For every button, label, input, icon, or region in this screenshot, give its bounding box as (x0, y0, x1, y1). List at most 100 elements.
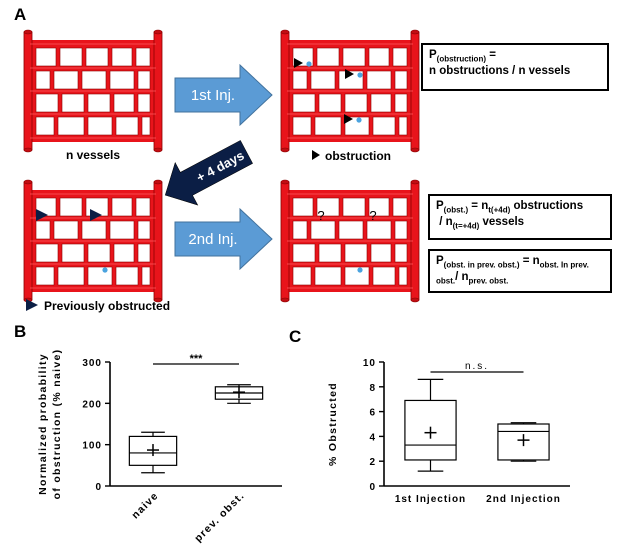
vessel-lumen-cell (137, 70, 151, 90)
vessel-lumen-cell (35, 93, 59, 113)
vessel-lumen-cell (57, 266, 85, 286)
vessel-lumen-cell (344, 266, 370, 286)
obstruction-arrowhead-icon (344, 114, 353, 124)
vessel-lumen-cell (57, 116, 85, 136)
vessel-lumen-cell (318, 243, 342, 263)
vessel-trunk-cap (23, 29, 33, 35)
y-axis-label: % Obstructed (327, 382, 339, 466)
vessel-lumen-cell (115, 116, 139, 136)
vessel-lumen-cell (111, 197, 133, 217)
vessel-lumen-cell (310, 220, 336, 240)
vessel-lumen-cell (368, 47, 390, 67)
vessel-lumen-cell (59, 197, 83, 217)
formula2-slash: / n (439, 216, 453, 229)
y-tick-label: 4 (369, 432, 376, 443)
vessel-lumen-cell (85, 47, 109, 67)
vessel-network-first-injection (280, 29, 420, 153)
vessel-lumen-cell (314, 266, 342, 286)
vessel-lumen-cell (292, 243, 316, 263)
formula-p: P (429, 49, 437, 61)
y-axis-label: Normalized probability (37, 353, 49, 495)
vessel-lumen-cell (61, 93, 85, 113)
vessel-lumen-cell (81, 70, 107, 90)
vessel-lumen-cell (59, 47, 83, 67)
formula3-eq: = n (519, 255, 540, 267)
vessel-lumen-cell (342, 47, 366, 67)
vessel-lumen-cell (35, 116, 55, 136)
vessel-lumen-cell (372, 116, 396, 136)
vessel-lumen-cell (392, 197, 408, 217)
vessel-lumen-cell (35, 266, 55, 286)
question-mark: ? (369, 208, 376, 223)
second-injection-label: 2nd Inj. (188, 231, 237, 248)
vessel-lumen-cell (141, 266, 151, 286)
obstruction-dot (102, 267, 108, 273)
obstruction-dot (357, 72, 363, 78)
first-injection-label: 1st Inj. (191, 87, 235, 104)
vessel-lumen-cell (342, 197, 366, 217)
formula3-n-sub: obst. In prev. (539, 260, 589, 270)
vessel-lumen-cell (137, 93, 151, 113)
vessel-lumen-cell (35, 47, 57, 67)
x-category-label: naive (129, 490, 161, 522)
vessel-lumen-cell (137, 220, 151, 240)
significance-label: n.s. (465, 361, 489, 372)
vessel-lumen-cell (35, 220, 51, 240)
formula-box-obstruction: P(obstruction) = n obstructions / n vess… (421, 43, 609, 91)
vessel-trunk-cap (410, 179, 420, 185)
obstruction-arrowhead-icon (345, 69, 354, 79)
x-category-label: 2nd Injection (486, 494, 561, 505)
vessel-lumen-cell (141, 116, 151, 136)
formula3-slash: / n (455, 271, 469, 284)
vessel-trunk-cap (153, 179, 163, 185)
vessel-lumen-cell (368, 197, 390, 217)
obstruction-dot (306, 61, 312, 67)
y-tick-label: 0 (95, 482, 102, 493)
vessel-lumen-cell (292, 197, 314, 217)
vessel-lumen-cell (394, 243, 408, 263)
vessel-trunk-cap (153, 297, 163, 303)
question-mark: ? (317, 208, 324, 223)
vessel-lumen-cell (292, 116, 312, 136)
vessel-lumen-cell (392, 47, 408, 67)
formula-p-sub: (obstruction) (436, 54, 486, 64)
obstruction-arrowhead-icon (312, 150, 320, 160)
previously-obstructed-arrowhead-icon (90, 209, 102, 221)
y-tick-label: 300 (82, 358, 102, 369)
panel-a-letter: A (14, 5, 26, 24)
vessel-trunk-cap (280, 147, 290, 153)
vessels-caption: n vessels (66, 148, 120, 162)
formula2-p: P (436, 200, 444, 212)
formula2-tail1: obstructions (510, 200, 584, 212)
vessel-trunk-cap (410, 297, 420, 303)
obstruction-legend: obstruction (312, 149, 391, 163)
vessel-lumen-cell (344, 243, 368, 263)
previously-obstructed-legend: Previously obstructed (26, 299, 170, 313)
vessel-lumen-cell (316, 47, 340, 67)
vessel-trunk-cap (280, 179, 290, 185)
vessel-lumen-cell (87, 116, 113, 136)
vessel-lumen-cell (292, 93, 316, 113)
vessel-lumen-cell (338, 220, 364, 240)
vessel-lumen-cell (318, 93, 342, 113)
previously-obstructed-arrowhead-icon (26, 299, 38, 311)
vessel-lumen-cell (292, 266, 312, 286)
vessel-lumen-cell (316, 197, 340, 217)
vessel-trunk-cap (280, 297, 290, 303)
obstruction-dot (356, 117, 362, 123)
vessel-lumen-cell (113, 243, 135, 263)
y-tick-label: 10 (363, 358, 376, 369)
vessel-lumen-cell (292, 70, 308, 90)
vessel-lumen-cell (135, 47, 151, 67)
vessel-lumen-cell (366, 220, 392, 240)
vessel-lumen-cell (113, 93, 135, 113)
x-category-label: 1st Injection (395, 494, 466, 505)
y-tick-label: 6 (369, 408, 376, 419)
formula2-eq: = n (468, 200, 489, 212)
y-tick-label: 100 (82, 441, 102, 452)
vessel-lumen-cell (394, 70, 408, 90)
vessel-lumen-cell (81, 220, 107, 240)
